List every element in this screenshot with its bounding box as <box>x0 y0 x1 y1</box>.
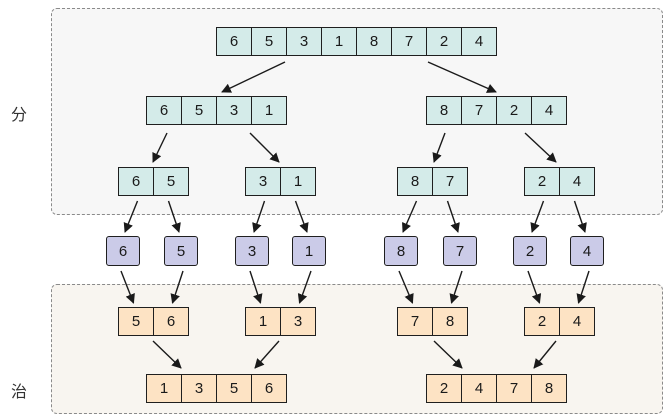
single-cell: 4 <box>570 236 604 266</box>
divide-level0-cell: 4 <box>461 27 497 56</box>
arrow <box>530 200 545 233</box>
arrow <box>527 270 542 304</box>
arrow <box>252 200 266 233</box>
divide-level2-cell: 4 <box>559 167 595 196</box>
divide-level2-cell: 3 <box>245 167 281 196</box>
conquer-level1-cell: 6 <box>251 374 287 403</box>
divide-level1-cell: 6 <box>146 96 182 125</box>
conquer-level0-cell: 7 <box>397 307 433 336</box>
conquer-level1-cell: 7 <box>496 374 532 403</box>
divide-level0-cell: 3 <box>286 27 322 56</box>
arrow <box>427 61 497 93</box>
single-cell: 5 <box>164 236 198 266</box>
divide-level0-cell: 7 <box>391 27 427 56</box>
arrow <box>573 200 587 233</box>
divide-level2-cell: 5 <box>153 167 189 196</box>
arrow <box>432 132 446 163</box>
conquer-level0-cell: 2 <box>524 307 560 336</box>
single-cell: 2 <box>513 236 547 266</box>
arrow <box>249 132 280 163</box>
arrow <box>152 340 182 369</box>
arrow <box>524 132 557 163</box>
single-cell: 3 <box>235 236 269 266</box>
arrow <box>446 200 460 233</box>
divide-level2-cell: 1 <box>280 167 316 196</box>
conquer-level0-cell: 3 <box>280 307 316 336</box>
arrow-layer <box>120 61 590 369</box>
arrow <box>221 61 286 93</box>
arrow <box>249 270 263 304</box>
divide-level2-cell: 2 <box>524 167 560 196</box>
divide-level1-cell: 5 <box>181 96 217 125</box>
divide-level1-cell: 4 <box>531 96 567 125</box>
single-cell: 7 <box>443 236 477 266</box>
divide-level0-cell: 8 <box>356 27 392 56</box>
divide-level1-cell: 7 <box>461 96 497 125</box>
arrow <box>449 270 463 304</box>
conquer-level0-cell: 5 <box>118 307 154 336</box>
arrow <box>398 270 414 304</box>
divide-level2-cell: 7 <box>432 167 468 196</box>
conquer-level1-cell: 2 <box>426 374 462 403</box>
divide-level1-cell: 2 <box>496 96 532 125</box>
conquer-level0-cell: 8 <box>432 307 468 336</box>
conquer-level0-cell: 1 <box>245 307 281 336</box>
single-cell: 1 <box>292 236 326 266</box>
divide-level2-cell: 8 <box>397 167 433 196</box>
conquer-level0-cell: 4 <box>559 307 595 336</box>
arrow <box>294 200 309 233</box>
arrow <box>433 340 463 369</box>
arrow <box>170 270 184 304</box>
single-cell: 8 <box>384 236 418 266</box>
arrow <box>254 340 280 369</box>
single-cell: 6 <box>106 236 140 266</box>
divide-level1-cell: 1 <box>251 96 287 125</box>
arrow <box>120 270 135 304</box>
divide-label: 分 <box>11 105 28 124</box>
divide-level1-cell: 8 <box>426 96 462 125</box>
arrow <box>167 200 181 233</box>
arrow <box>402 200 418 233</box>
divide-level0-cell: 1 <box>321 27 357 56</box>
arrow <box>297 270 312 304</box>
conquer-level1-cell: 1 <box>146 374 182 403</box>
conquer-level1-cell: 8 <box>531 374 567 403</box>
divide-level2-cell: 6 <box>118 167 154 196</box>
arrow <box>576 270 590 304</box>
conquer-level1-cell: 4 <box>461 374 497 403</box>
arrow <box>152 132 168 163</box>
divide-level1-cell: 3 <box>216 96 252 125</box>
conquer-level1-cell: 5 <box>216 374 252 403</box>
conquer-label: 治 <box>11 382 28 401</box>
divide-level0-cell: 2 <box>426 27 462 56</box>
conquer-level1-cell: 3 <box>181 374 217 403</box>
divide-level0-cell: 5 <box>251 27 287 56</box>
divide-level0-cell: 6 <box>216 27 252 56</box>
arrow <box>533 340 557 369</box>
conquer-level0-cell: 6 <box>153 307 189 336</box>
arrow <box>123 200 139 233</box>
